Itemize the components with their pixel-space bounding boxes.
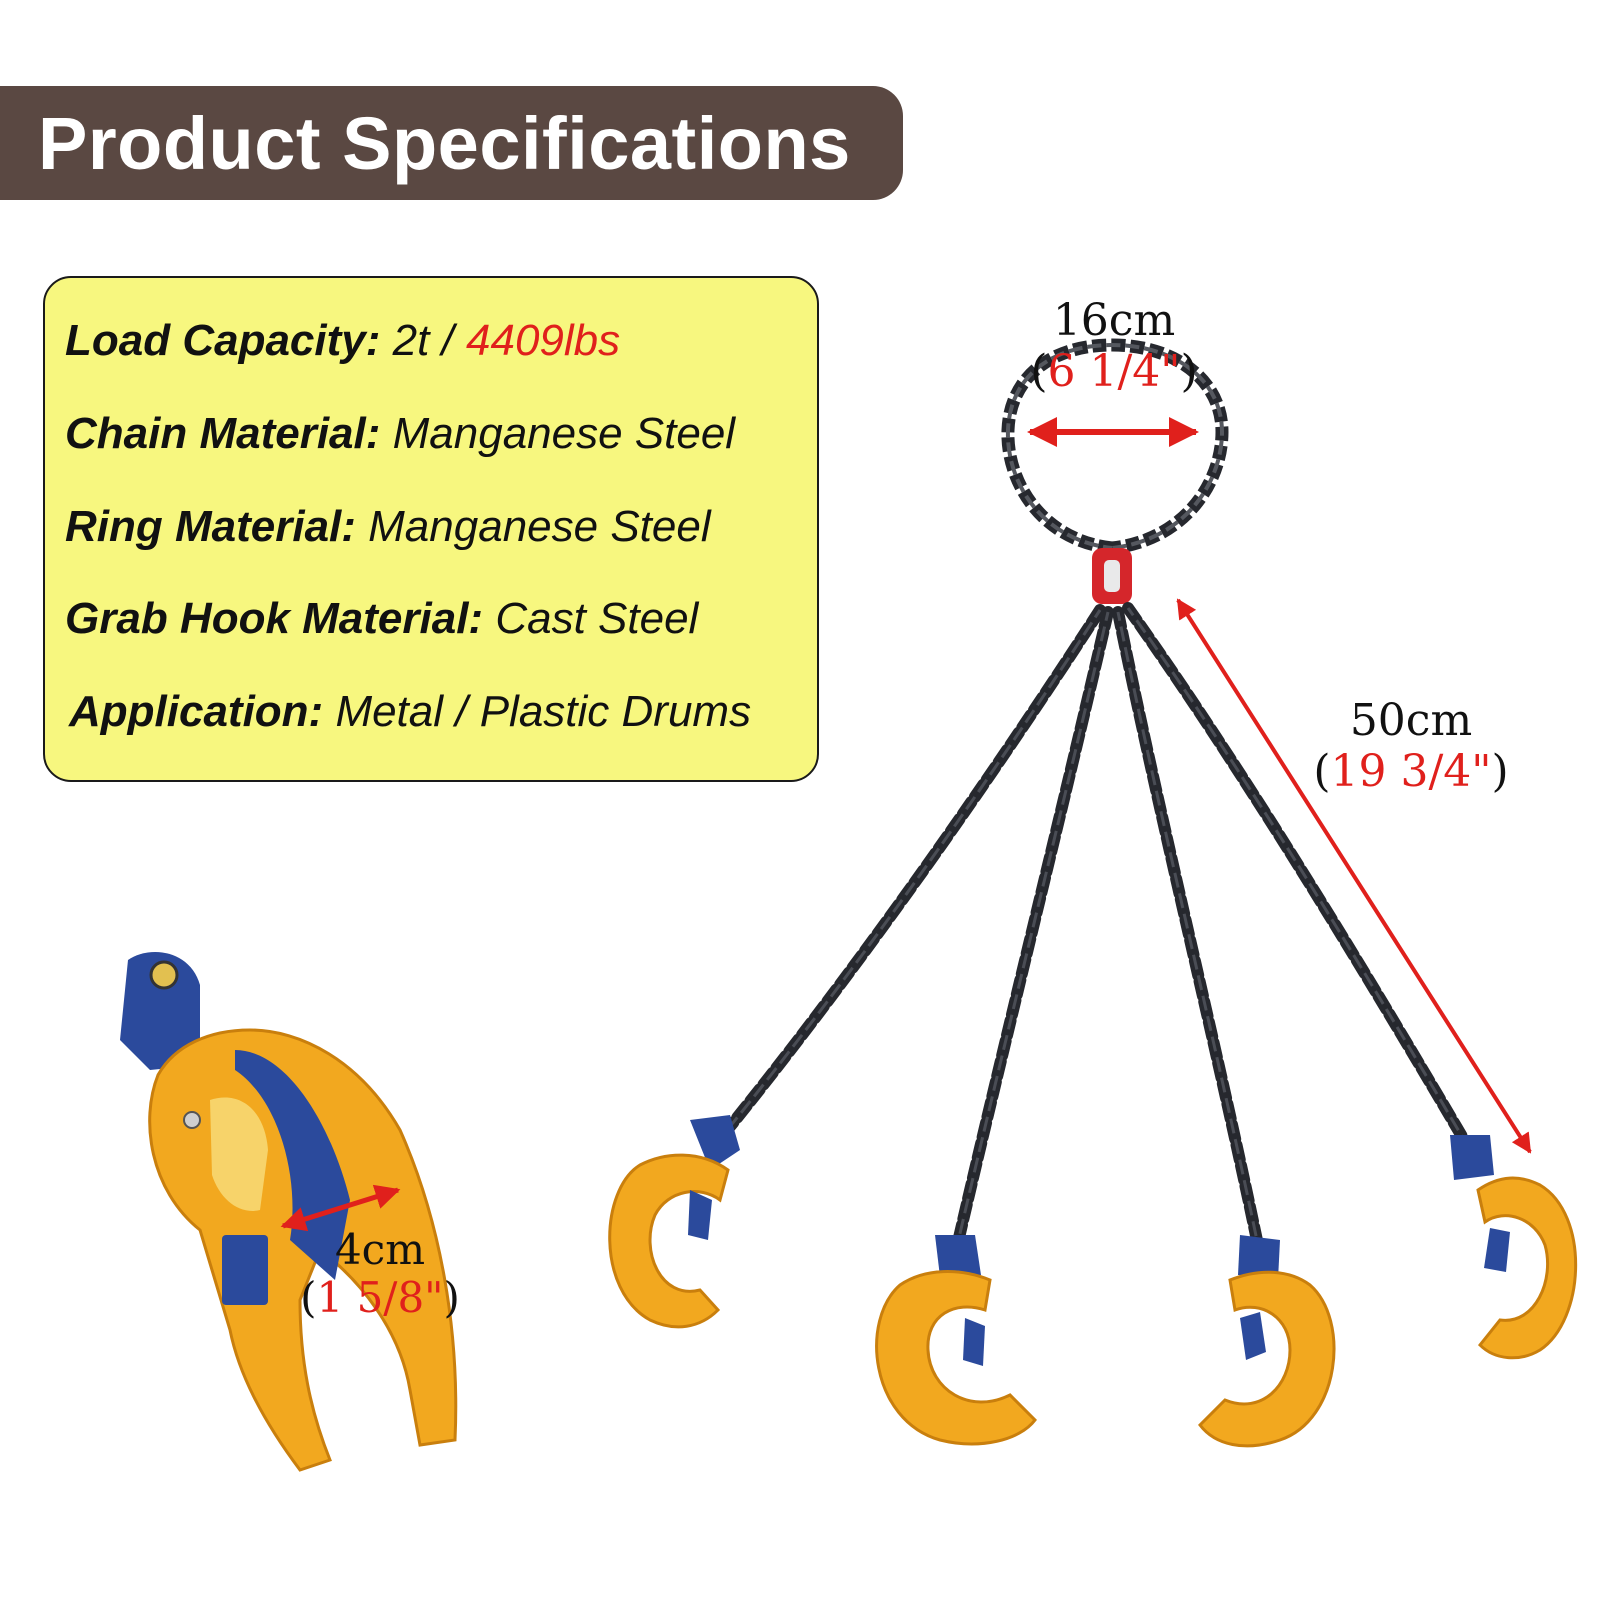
- chain-ring: [1001, 338, 1229, 555]
- spec-load-value-lbs: 4409lbs: [466, 316, 621, 365]
- hook-4-latch: [1484, 1228, 1510, 1272]
- spec-ring-label: Ring Material:: [65, 502, 356, 551]
- page-title: Product Specifications: [38, 101, 851, 185]
- hook-1-latch: [688, 1190, 712, 1240]
- ring-diameter-close-paren: ): [1180, 345, 1198, 397]
- chain-length-label: 50cm (19 3/4"): [1296, 695, 1526, 798]
- closeup-hook-opening: [210, 1097, 268, 1211]
- ring-diameter-open-paren: (: [1030, 345, 1048, 397]
- chain-leg-3: [1112, 606, 1266, 1261]
- spec-load-label: Load Capacity:: [65, 316, 381, 365]
- chain-length-close-paren: ): [1491, 745, 1509, 797]
- spec-ring-material: Ring Material: Manganese Steel: [65, 502, 711, 552]
- hook-2-latch: [963, 1318, 985, 1366]
- spec-application: Application: Metal / Plastic Drums: [69, 687, 751, 737]
- ring-diameter-imperial: 6 1/4": [1047, 345, 1181, 397]
- hook-opening-close-paren: ): [443, 1273, 460, 1323]
- spec-chain-material: Chain Material: Manganese Steel: [65, 409, 735, 459]
- closeup-rivet: [183, 1111, 201, 1129]
- spec-application-label: Application:: [69, 687, 324, 736]
- spec-hook-value: Cast Steel: [495, 594, 699, 643]
- drum-hook-1: [608, 1115, 740, 1329]
- spec-load-capacity: Load Capacity: 2t / 4409lbs: [65, 316, 620, 366]
- red-coupler: [1092, 548, 1132, 604]
- chain-length-metric: 50cm: [1349, 695, 1473, 746]
- spec-hook-material: Grab Hook Material: Cast Steel: [65, 594, 698, 644]
- grab-hook-closeup-illustration: [120, 952, 458, 1472]
- hook-opening-imperial: 1 5/8": [316, 1273, 444, 1323]
- hook-opening-metric: 4cm: [334, 1225, 426, 1274]
- closeup-latch: [222, 1235, 268, 1305]
- ring-diameter-label: 16cm (6 1/4"): [1004, 295, 1224, 398]
- drum-hook-2: [875, 1235, 1037, 1446]
- hook-3-bracket: [1238, 1235, 1280, 1280]
- spec-chain-value: Manganese Steel: [392, 409, 736, 458]
- spec-panel: Load Capacity: 2t / 4409lbs Chain Materi…: [43, 276, 819, 782]
- coupler-pin: [1104, 560, 1120, 592]
- spec-load-value: 2t /: [392, 316, 466, 365]
- chain-leg-1-highlight: [713, 609, 1102, 1146]
- hook-opening-open-paren: (: [300, 1273, 317, 1323]
- hook-opening-imperial-line: (1 5/8"): [284, 1274, 476, 1322]
- ring-diameter-imperial-line: (6 1/4"): [1004, 345, 1224, 398]
- chain-leg-2-highlight: [953, 611, 1110, 1256]
- hook-1-jaw: [608, 1153, 730, 1329]
- closeup-swivel-bracket: [120, 952, 200, 1070]
- hook-1-bracket: [690, 1115, 740, 1170]
- header-banner: Product Specifications: [0, 86, 903, 200]
- drum-hook-4: [1450, 1135, 1578, 1360]
- spec-ring-value: Manganese Steel: [368, 502, 711, 551]
- hook-opening-label: 4cm (1 5/8"): [284, 1225, 476, 1323]
- spec-chain-label: Chain Material:: [65, 409, 381, 458]
- spec-hook-label: Grab Hook Material:: [65, 594, 484, 643]
- chain-length-imperial-line: (19 3/4"): [1296, 745, 1526, 798]
- closeup-bolt: [149, 960, 179, 990]
- hook-4-jaw: [1476, 1176, 1578, 1360]
- chain-length-imperial: 19 3/4": [1330, 745, 1492, 797]
- hook-2-jaw: [875, 1270, 1037, 1446]
- hook-3-jaw: [1198, 1270, 1336, 1448]
- hook-opening-arrow: [280, 1184, 401, 1232]
- hook-4-bracket: [1450, 1135, 1494, 1180]
- chain-length-open-paren: (: [1313, 745, 1331, 797]
- spec-application-value: Metal / Plastic Drums: [335, 687, 752, 736]
- drum-hook-3: [1198, 1235, 1336, 1448]
- hook-3-latch: [1240, 1312, 1266, 1360]
- ring-diameter-metric: 16cm: [1052, 295, 1176, 346]
- chain-length-arrow: [1176, 598, 1532, 1154]
- ring-chain-highlight: [1005, 342, 1225, 551]
